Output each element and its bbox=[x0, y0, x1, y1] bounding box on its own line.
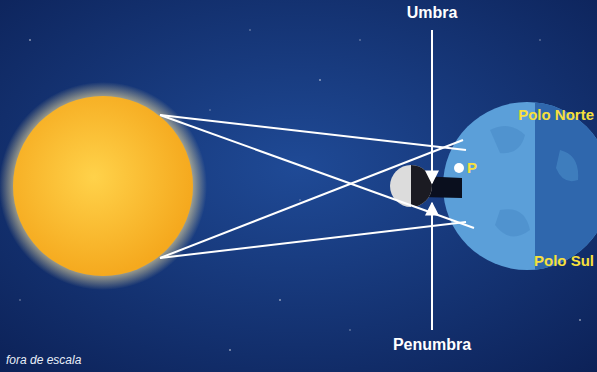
light-rays bbox=[160, 115, 474, 258]
label-text: Polo Norte bbox=[518, 106, 594, 123]
penumbra-pointer bbox=[431, 203, 433, 330]
pole-label: Polo Norte bbox=[518, 106, 594, 123]
region-label: Penumbra bbox=[393, 336, 471, 354]
point-p bbox=[454, 163, 464, 173]
sun-glow bbox=[0, 82, 207, 290]
label-text: fora de escala bbox=[6, 353, 81, 367]
label-text: Umbra bbox=[407, 4, 458, 21]
umbra-pointer bbox=[431, 30, 433, 183]
label-text: Polo Sul bbox=[534, 252, 594, 269]
sun bbox=[13, 96, 193, 276]
point-label: P bbox=[467, 159, 477, 176]
label-text: P bbox=[467, 159, 477, 176]
scale-note: fora de escala bbox=[6, 353, 81, 367]
pole-label: Polo Sul bbox=[534, 252, 594, 269]
label-text: Penumbra bbox=[393, 336, 471, 353]
region-label: Umbra bbox=[407, 4, 458, 22]
earth bbox=[443, 100, 597, 275]
